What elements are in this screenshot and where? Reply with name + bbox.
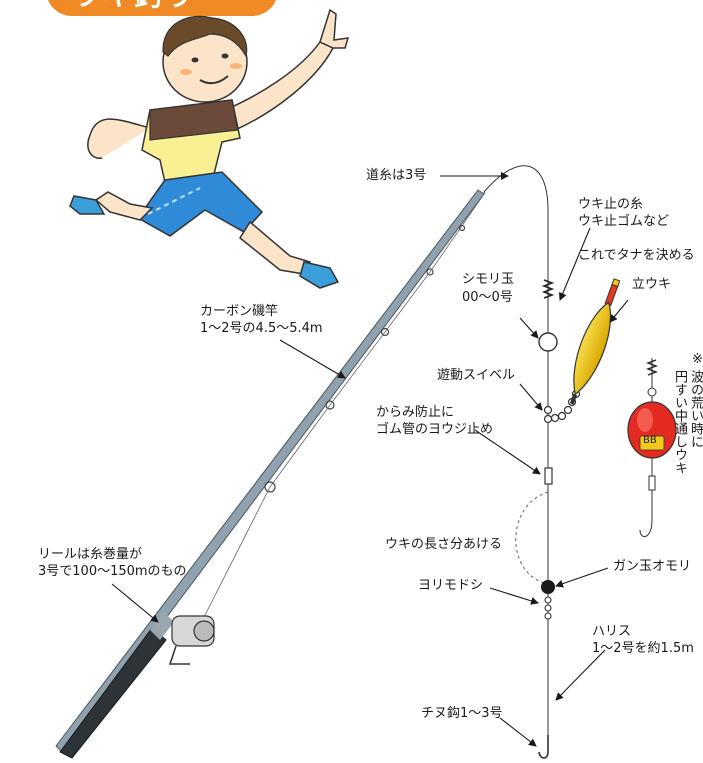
label-tangle-1: からみ防止に — [376, 405, 455, 420]
label-rod-1: カーボン磯竿 — [200, 304, 279, 319]
rod-guides — [264, 224, 466, 493]
label-sinker: ガン玉オモリ — [613, 559, 692, 574]
label-reel-1: リールは糸巻量が — [38, 547, 143, 562]
label-rod-2: 1〜2号の4.5〜5.4m — [200, 321, 323, 336]
label-swivel: 遊動スイベル — [437, 368, 516, 383]
shimori-bead — [538, 332, 558, 352]
label-reel-2: 3号で100〜150mのもの — [38, 564, 187, 579]
title-badge: ウキ釣り — [46, 0, 278, 16]
sinker — [541, 580, 555, 594]
note-line-2: 円すい中通しウキ — [672, 370, 687, 474]
reel — [168, 615, 215, 665]
label-harisu-1: ハリス — [592, 624, 632, 639]
label-uki-stop-2: ウキ止ゴムなど — [578, 214, 670, 229]
label-tachi-uki: 立ウキ — [632, 277, 672, 292]
uki-stopper — [541, 279, 555, 299]
float-bb-label: BB — [643, 435, 657, 446]
title-text: ウキ釣り — [72, 0, 196, 14]
label-tangle-2: ゴム管のヨウジ止め — [376, 422, 494, 437]
leader-arrows — [111, 172, 629, 747]
stand-float — [569, 278, 621, 405]
label-uki-stop-1: ウキ止の糸 — [578, 197, 644, 212]
note-mark: ※ — [690, 352, 703, 367]
label-shimori-1: シモリ玉 — [462, 272, 515, 287]
label-harisu-2: 1〜2号を約1.5m — [592, 641, 694, 656]
note-line-1: 波の荒い時に — [688, 370, 703, 448]
label-gap: ウキの長さ分あける — [385, 537, 503, 552]
label-shimori-2: 00〜0号 — [462, 290, 513, 305]
gap-curve — [515, 491, 549, 585]
main-line — [483, 165, 549, 752]
label-tana: これでタナを決める — [578, 248, 695, 263]
hook — [538, 735, 549, 759]
boy-illustration — [69, 8, 350, 289]
rubber-tube — [544, 467, 553, 485]
label-hook: チヌ鈎1〜3号 — [421, 706, 503, 721]
fishing-rod — [55, 189, 486, 759]
label-main-line: 道糸は3号 — [366, 168, 427, 183]
cone-float-inset — [627, 358, 677, 538]
label-yorimodoshi: ヨリモドシ — [418, 578, 484, 593]
